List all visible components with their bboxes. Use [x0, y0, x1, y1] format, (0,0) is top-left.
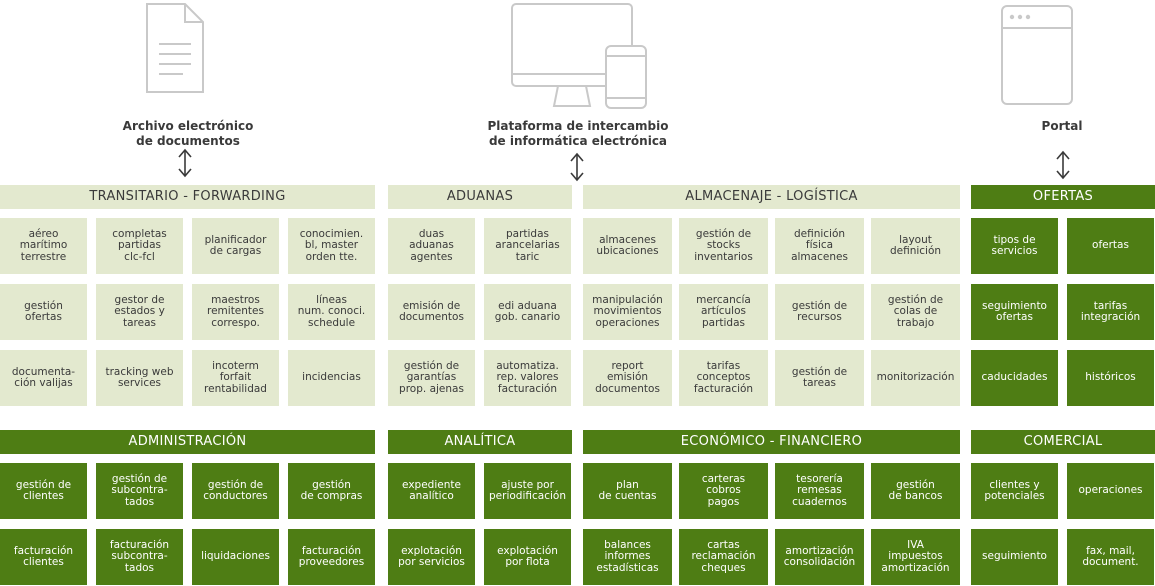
aduanas-cell: automatiza. rep. valores facturación: [484, 350, 571, 406]
administracion-cell: gestión de compras: [288, 463, 375, 519]
browser-window-icon: [1001, 5, 1073, 105]
ofertas-cell: ofertas: [1067, 218, 1154, 274]
ofertas-cell: caducidades: [971, 350, 1058, 406]
economico-cell: tesorería remesas cuadernos: [775, 463, 864, 519]
economico-cell: plan de cuentas: [583, 463, 672, 519]
aduanas-cell: gestión de garantías prop. ajenas: [388, 350, 475, 406]
almacenaje-cell: gestión de colas de trabajo: [871, 284, 960, 340]
header-transitario: TRANSITARIO - FORWARDING: [0, 185, 375, 209]
analitica-cell: explotación por servicios: [388, 529, 475, 585]
transitario-cell: gestión ofertas: [0, 284, 87, 340]
devices-icon: [511, 3, 647, 109]
transitario-cell: gestor de estados y tareas: [96, 284, 183, 340]
header-almacenaje: ALMACENAJE - LOGÍSTICA: [583, 185, 960, 209]
economico-cell: cartas reclamación cheques: [679, 529, 768, 585]
administracion-cell: gestión de conductores: [192, 463, 279, 519]
transitario-cell: aéreo marítimo terrestre: [0, 218, 87, 274]
economico-cell: gestión de bancos: [871, 463, 960, 519]
economico-cell: amortización consolidación: [775, 529, 864, 585]
caption-plataforma: Plataforma de intercambio de informática…: [487, 119, 669, 148]
analitica-cell: ajuste por periodificación: [484, 463, 571, 519]
aduanas-cell: partidas arancelarias taric: [484, 218, 571, 274]
administracion-cell: gestión de subcontra- tados: [96, 463, 183, 519]
header-comercial: COMERCIAL: [971, 430, 1155, 454]
administracion-cell: facturación clientes: [0, 529, 87, 585]
header-economico: ECONÓMICO - FINANCIERO: [583, 430, 960, 454]
almacenaje-cell: mercancía artículos partidas: [679, 284, 768, 340]
caption-archivo: Archivo electrónico de documentos: [122, 119, 254, 148]
transitario-cell: líneas num. conoci. schedule: [288, 284, 375, 340]
aduanas-cell: duas aduanas agentes: [388, 218, 475, 274]
comercial-cell: operaciones: [1067, 463, 1154, 519]
ofertas-cell: seguimiento ofertas: [971, 284, 1058, 340]
double-arrow-icon: [178, 148, 192, 178]
almacenaje-cell: gestión de recursos: [775, 284, 864, 340]
almacenaje-cell: gestión de tareas: [775, 350, 864, 406]
transitario-cell: maestros remitentes correspo.: [192, 284, 279, 340]
almacenaje-cell: manipulación movimientos operaciones: [583, 284, 672, 340]
ofertas-cell: tarifas integración: [1067, 284, 1154, 340]
administracion-cell: liquidaciones: [192, 529, 279, 585]
ofertas-cell: históricos: [1067, 350, 1154, 406]
transitario-cell: incoterm forfait rentabilidad: [192, 350, 279, 406]
analitica-cell: expediente analítico: [388, 463, 475, 519]
comercial-cell: clientes y potenciales: [971, 463, 1058, 519]
transitario-cell: planificador de cargas: [192, 218, 279, 274]
double-arrow-icon: [570, 152, 584, 182]
header-ofertas: OFERTAS: [971, 185, 1155, 209]
document-icon: [146, 3, 204, 93]
almacenaje-cell: report emisión documentos: [583, 350, 672, 406]
comercial-cell: seguimiento: [971, 529, 1058, 585]
almacenaje-cell: tarifas conceptos facturación: [679, 350, 768, 406]
almacenaje-cell: definición física almacenes: [775, 218, 864, 274]
caption-portal: Portal: [1041, 119, 1083, 133]
transitario-cell: tracking web services: [96, 350, 183, 406]
header-analitica: ANALÍTICA: [388, 430, 572, 454]
analitica-cell: explotación por flota: [484, 529, 571, 585]
almacenaje-cell: almacenes ubicaciones: [583, 218, 672, 274]
transitario-cell: documenta- ción valijas: [0, 350, 87, 406]
aduanas-cell: edi aduana gob. canario: [484, 284, 571, 340]
economico-cell: IVA impuestos amortización: [871, 529, 960, 585]
administracion-cell: facturación proveedores: [288, 529, 375, 585]
administracion-cell: facturación subcontra- tados: [96, 529, 183, 585]
ofertas-cell: tipos de servicios: [971, 218, 1058, 274]
almacenaje-cell: monitorización: [871, 350, 960, 406]
header-administracion: ADMINISTRACIÓN: [0, 430, 375, 454]
almacenaje-cell: layout definición: [871, 218, 960, 274]
aduanas-cell: emisión de documentos: [388, 284, 475, 340]
transitario-cell: completas partidas clc-fcl: [96, 218, 183, 274]
economico-cell: carteras cobros pagos: [679, 463, 768, 519]
comercial-cell: fax, mail, document.: [1067, 529, 1154, 585]
economico-cell: balances informes estadísticas: [583, 529, 672, 585]
administracion-cell: gestión de clientes: [0, 463, 87, 519]
double-arrow-icon: [1056, 150, 1070, 180]
header-aduanas: ADUANAS: [388, 185, 572, 209]
transitario-cell: conocimien. bl, master orden tte.: [288, 218, 375, 274]
transitario-cell: incidencias: [288, 350, 375, 406]
almacenaje-cell: gestión de stocks inventarios: [679, 218, 768, 274]
